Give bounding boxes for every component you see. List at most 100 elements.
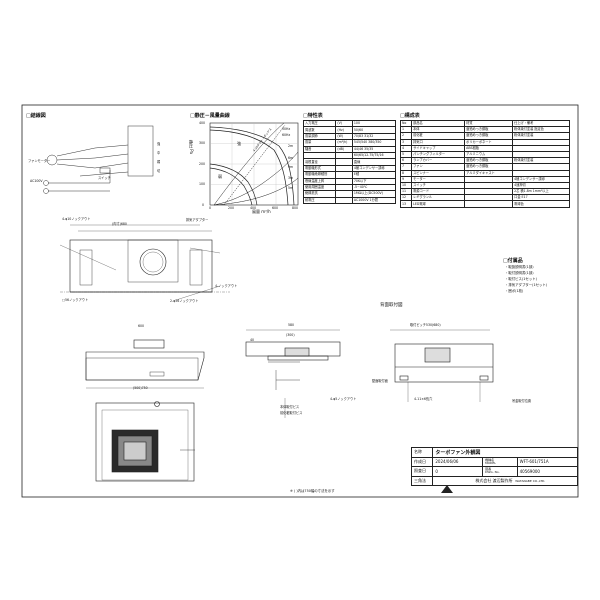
wiring-switch: スイッチ: [98, 176, 111, 180]
curve-ytick-400: 400: [199, 121, 206, 125]
curve-xlabel: 風量 m³/h: [252, 209, 271, 214]
front-adapter: 排気アダプター: [186, 218, 209, 222]
front-dim-600: 600: [138, 324, 145, 328]
curve-duct-9m: 9m: [288, 165, 294, 169]
title-dwg-sub: DWG. No.: [485, 470, 500, 475]
mid-view: [245, 329, 341, 418]
curve-duct-2m: 2m: [288, 144, 294, 148]
parts-cell: 13: [399, 200, 413, 208]
curve-ytick-100: 100: [199, 182, 206, 186]
parts-title: □構成表: [400, 113, 420, 119]
rear-hole: 4-11×6長穴: [414, 397, 433, 401]
curve-ytick-200: 200: [199, 162, 206, 166]
title-scale-label: 三角法: [410, 475, 434, 487]
bottom-note: ※ ( )内は750幅の寸法を示す: [290, 489, 335, 493]
rear-dim: 取付ピッチ530(680): [410, 323, 441, 327]
spec-row: 騒音(dB)44/46 35/35: [302, 145, 397, 153]
curve-duct-3m: 3m: [288, 176, 294, 180]
wiring-title: □結線図: [26, 113, 46, 119]
parts-cell: 電球色: [512, 200, 570, 208]
front-left-note: 4-φ10ノックアウト: [62, 217, 91, 221]
curve-strong: 強: [237, 141, 241, 146]
spec-cell: 入力電圧: [302, 119, 337, 128]
front-hole: 4-ノックアウト: [215, 284, 238, 288]
title-company: 株式会社 渡辺製作所: [475, 478, 513, 484]
mid-top-dim: 580: [288, 323, 295, 327]
mid-note-2: 前化粧取付ビス: [280, 411, 303, 415]
curve-ytick-300: 300: [199, 141, 206, 145]
front-view: [59, 224, 230, 301]
curve-title: □静圧－風量曲線: [190, 113, 230, 119]
accessory-item: ・取付ビス(1セット): [505, 277, 537, 281]
curve-duct-6m: 6m: [288, 156, 294, 160]
front-top-dim: (内寸)680: [112, 222, 127, 226]
rear-title: 背面取付図: [380, 303, 403, 308]
title-model: WFT-601/751A: [516, 456, 579, 468]
wiring-label-medium: 中: [157, 151, 161, 155]
accessory-item: ・取付説明書(1部): [505, 271, 534, 275]
curve-weak: 弱: [218, 174, 222, 179]
spec-cell: AC1000V 1分間: [351, 196, 397, 205]
wiring-label-strong: 強: [157, 142, 161, 146]
spec-cell: 耐電圧: [302, 196, 337, 205]
mid-s1: 40: [250, 338, 255, 342]
company-logo: [441, 485, 453, 493]
wiring-fan-motor: ファンモーター: [28, 159, 51, 163]
front-knockout: 2-φ56ノックアウト: [170, 299, 199, 303]
curve-duct-5m: 5m: [288, 186, 294, 190]
curve-xtick-800: 800: [292, 206, 299, 210]
curve-ylabel: 静圧 Pa: [189, 140, 194, 154]
title-model-label: 機種名: [485, 457, 495, 462]
curve-hz-60: 60Hz: [282, 133, 291, 137]
front-knock-bottom: □56ノックアウト: [62, 298, 89, 302]
rear-wall: 壁面取付面: [372, 379, 388, 383]
front-bottom-dim: (500)750: [133, 386, 148, 390]
wiring-label-weak: 弱: [157, 160, 161, 164]
title-check-label: 照査日: [410, 466, 434, 477]
mid-note-3: 4-φ5ノックアウト: [330, 397, 357, 401]
wiring-label-off: 切: [157, 169, 161, 173]
spec-cell: [335, 196, 353, 205]
curve-xtick-200: 200: [228, 206, 235, 210]
title-dwg: 40569000: [516, 466, 579, 477]
spec-title: □特性表: [303, 113, 323, 119]
title-name-label: 名称: [410, 447, 434, 458]
bottom-view: [95, 401, 195, 482]
rear-view: [390, 329, 494, 402]
title-name: ターボファン外観図: [432, 447, 578, 458]
curve-xtick-400: 400: [250, 206, 257, 210]
accessories-title: □付属品: [503, 258, 523, 264]
title-made-label: 作成日: [410, 456, 434, 468]
parts-cell: LED電球: [411, 200, 466, 208]
wiring-diagram: [43, 125, 154, 194]
curve-ytick-0: 0: [202, 203, 205, 207]
sheet-border: [21, 104, 579, 498]
spec-cell: 100: [351, 119, 397, 128]
wiring-power: AC100V: [30, 179, 43, 183]
accessory-item: ・排気アダプター(1セット): [505, 283, 548, 287]
title-dwg-label: 図番: [485, 467, 492, 472]
parts-cell: [464, 200, 514, 208]
mid-note-1: 本体取付ビス: [280, 405, 300, 409]
curve-hz-50: 50Hz: [282, 127, 291, 131]
side-view: [85, 339, 205, 389]
title-date: 2024/06/06: [432, 456, 484, 468]
curve-chart: [209, 122, 299, 206]
accessory-item: ・取扱説明書(1部): [505, 265, 534, 269]
curve-xtick-600: 600: [272, 206, 279, 210]
rear-side: 吊金取付位置: [512, 399, 532, 403]
accessories-list: ・取扱説明書(1部) ・取付説明書(1部) ・取付ビス(1セット) ・排気アダプター(…: [505, 264, 547, 294]
spec-row: 耐電圧 AC1000V 1分間: [302, 196, 397, 205]
curve-xtick-0: 0: [209, 206, 212, 210]
title-rev: 0: [432, 466, 484, 477]
title-company-en: WATANABE CO.,LTD.: [515, 479, 546, 484]
